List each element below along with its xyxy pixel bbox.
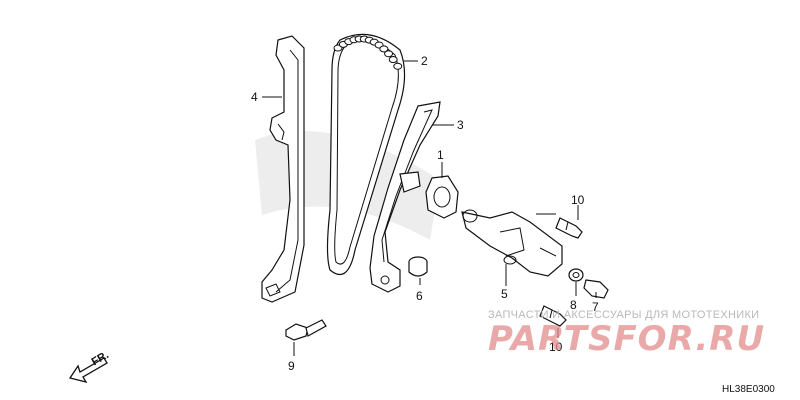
front-arrow-icon bbox=[68, 357, 108, 384]
callout-2: 2 bbox=[421, 54, 428, 68]
chain-roller bbox=[393, 62, 403, 70]
pivot-bolt-part[interactable] bbox=[285, 319, 327, 341]
callout-10-lower: 10 bbox=[549, 340, 563, 354]
sealing-washer-part[interactable] bbox=[568, 268, 584, 282]
cam-chain-part[interactable] bbox=[326, 33, 406, 275]
flange-bolt-upper-part[interactable] bbox=[555, 217, 583, 239]
callout-3: 3 bbox=[457, 118, 464, 132]
pivot-collar-part[interactable] bbox=[408, 256, 428, 277]
callout-labels: 1 2 3 4 5 6 7 8 9 10 10 bbox=[251, 54, 599, 373]
watermark: ЗАПЧАСТИ И АКСЕССУАРЫ ДЛЯ МОТОТЕХНИКИ PA… bbox=[488, 309, 765, 359]
plug-bolt-part[interactable] bbox=[583, 279, 609, 299]
callout-9: 9 bbox=[288, 359, 295, 373]
leader-lines bbox=[262, 60, 597, 356]
chain-roller bbox=[388, 56, 398, 64]
callout-10-upper: 10 bbox=[571, 193, 585, 207]
chain-roller bbox=[384, 50, 394, 58]
front-direction-indicator: FR. bbox=[68, 349, 111, 384]
front-direction-label: FR. bbox=[90, 349, 111, 368]
callout-4: 4 bbox=[251, 90, 258, 104]
tensioner-gasket-part[interactable] bbox=[425, 175, 459, 219]
watermark-brand: PARTSFOR.RU bbox=[488, 319, 765, 359]
callout-8: 8 bbox=[570, 298, 577, 312]
cam-chain-guide-part[interactable] bbox=[261, 35, 305, 303]
callout-5: 5 bbox=[501, 287, 508, 301]
callout-6: 6 bbox=[416, 289, 423, 303]
watermark-tagline: ЗАПЧАСТИ И АКСЕССУАРЫ ДЛЯ МОТОТЕХНИКИ bbox=[488, 309, 759, 321]
flange-bolt-lower-part[interactable] bbox=[539, 305, 567, 327]
chain-links bbox=[333, 35, 403, 70]
diagram-code: HL38E0300 bbox=[722, 384, 775, 395]
cam-chain-tensioner-arm-part[interactable] bbox=[369, 101, 441, 293]
chain-roller bbox=[379, 45, 389, 53]
callout-1: 1 bbox=[437, 148, 444, 162]
cam-chain-tensioner-lifter-part[interactable] bbox=[461, 209, 563, 277]
callout-7: 7 bbox=[592, 300, 599, 314]
